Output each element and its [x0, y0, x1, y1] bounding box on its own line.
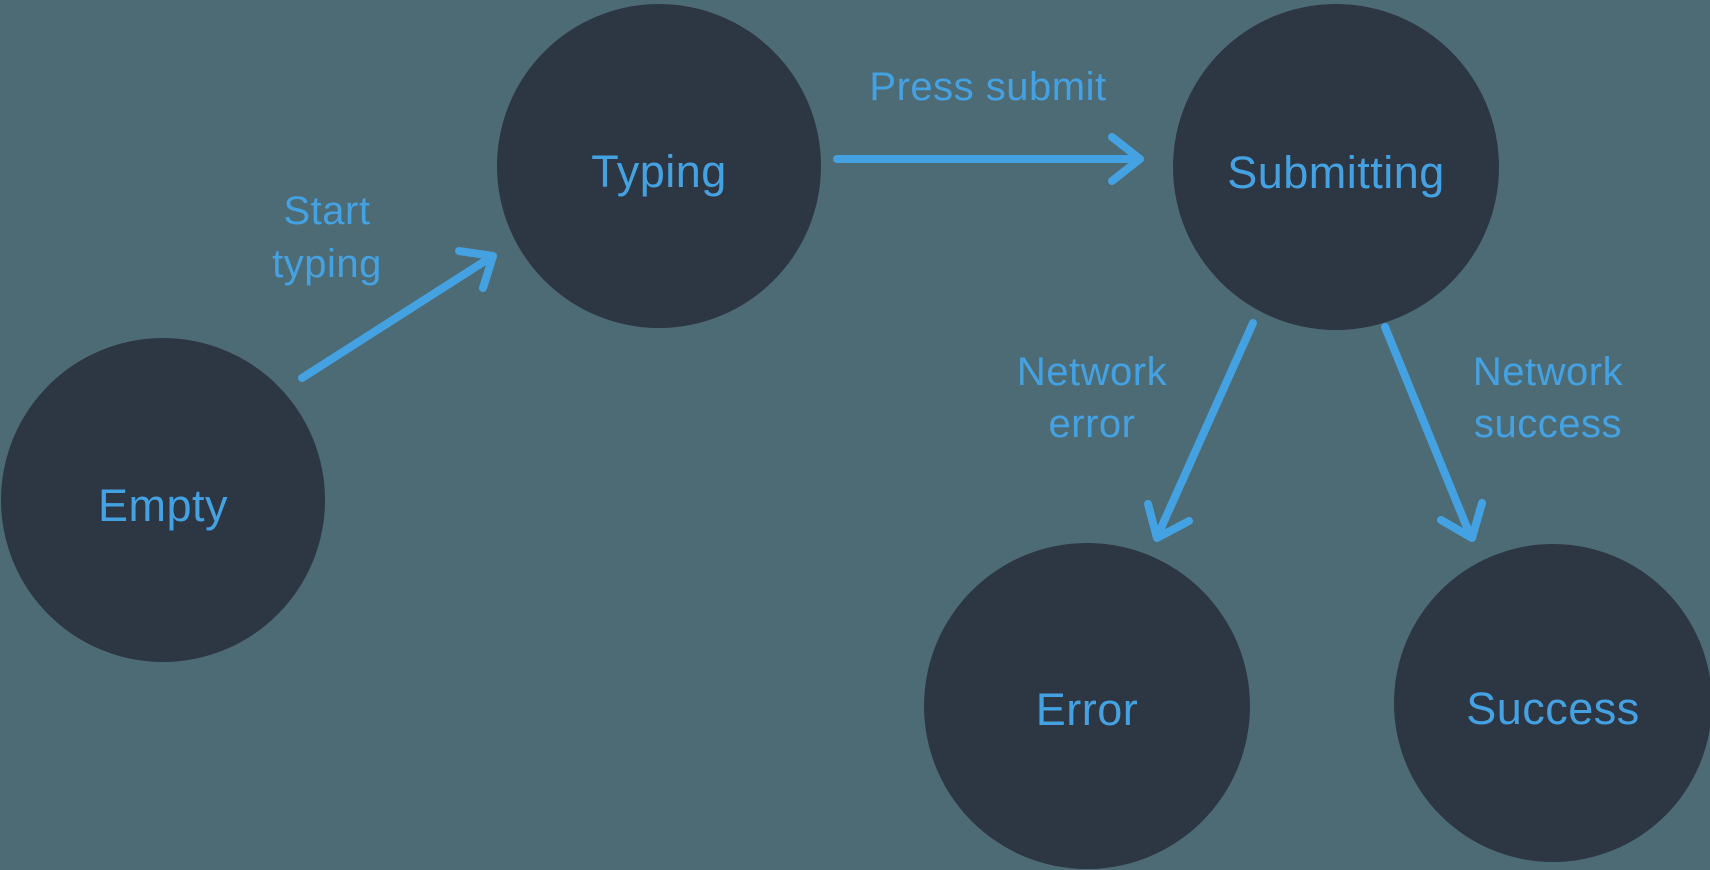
state-node-success: Success — [1394, 544, 1710, 862]
state-label-success: Success — [1466, 683, 1640, 734]
state-circle-error — [924, 543, 1250, 869]
state-node-typing: Typing — [497, 4, 821, 328]
edge-label-press-submit: Press submit — [869, 65, 1106, 109]
edge-label-network-success-line2: success — [1474, 402, 1622, 446]
arrow-line-start-typing — [298, 257, 489, 382]
edge-label-network-error-line1: Network — [1017, 350, 1168, 394]
state-circle-typing — [497, 4, 821, 328]
transition-network-success: Network success — [1381, 323, 1624, 542]
state-circle-submitting — [1173, 4, 1499, 330]
state-node-empty: Empty — [1, 338, 325, 662]
edge-label-start-typing-line1: Start — [284, 189, 371, 233]
state-label-typing: Typing — [591, 146, 727, 197]
arrow-line-network-success — [1381, 323, 1472, 534]
state-node-error: Error — [924, 543, 1250, 869]
state-label-submitting: Submitting — [1227, 147, 1445, 198]
arrow-head-icon — [1437, 499, 1486, 542]
edge-label-network-success-line1: Network — [1473, 350, 1624, 394]
arrow-head-icon — [1108, 133, 1144, 185]
edge-label-start-typing-line2: typing — [272, 242, 382, 286]
transition-network-error: Network error — [1017, 319, 1257, 542]
transition-start-typing: Start typing — [272, 189, 497, 382]
state-label-error: Error — [1036, 684, 1139, 735]
arrow-head-icon — [1144, 500, 1193, 542]
arrow-head-icon — [455, 247, 497, 292]
transition-press-submit: Press submit — [833, 65, 1144, 185]
state-circle-empty — [1, 338, 325, 662]
state-label-empty: Empty — [98, 480, 228, 531]
state-node-submitting: Submitting — [1173, 4, 1499, 330]
arrow-line-network-error — [1157, 319, 1257, 532]
state-circle-success — [1394, 544, 1710, 862]
edge-label-network-error-line2: error — [1049, 402, 1136, 446]
